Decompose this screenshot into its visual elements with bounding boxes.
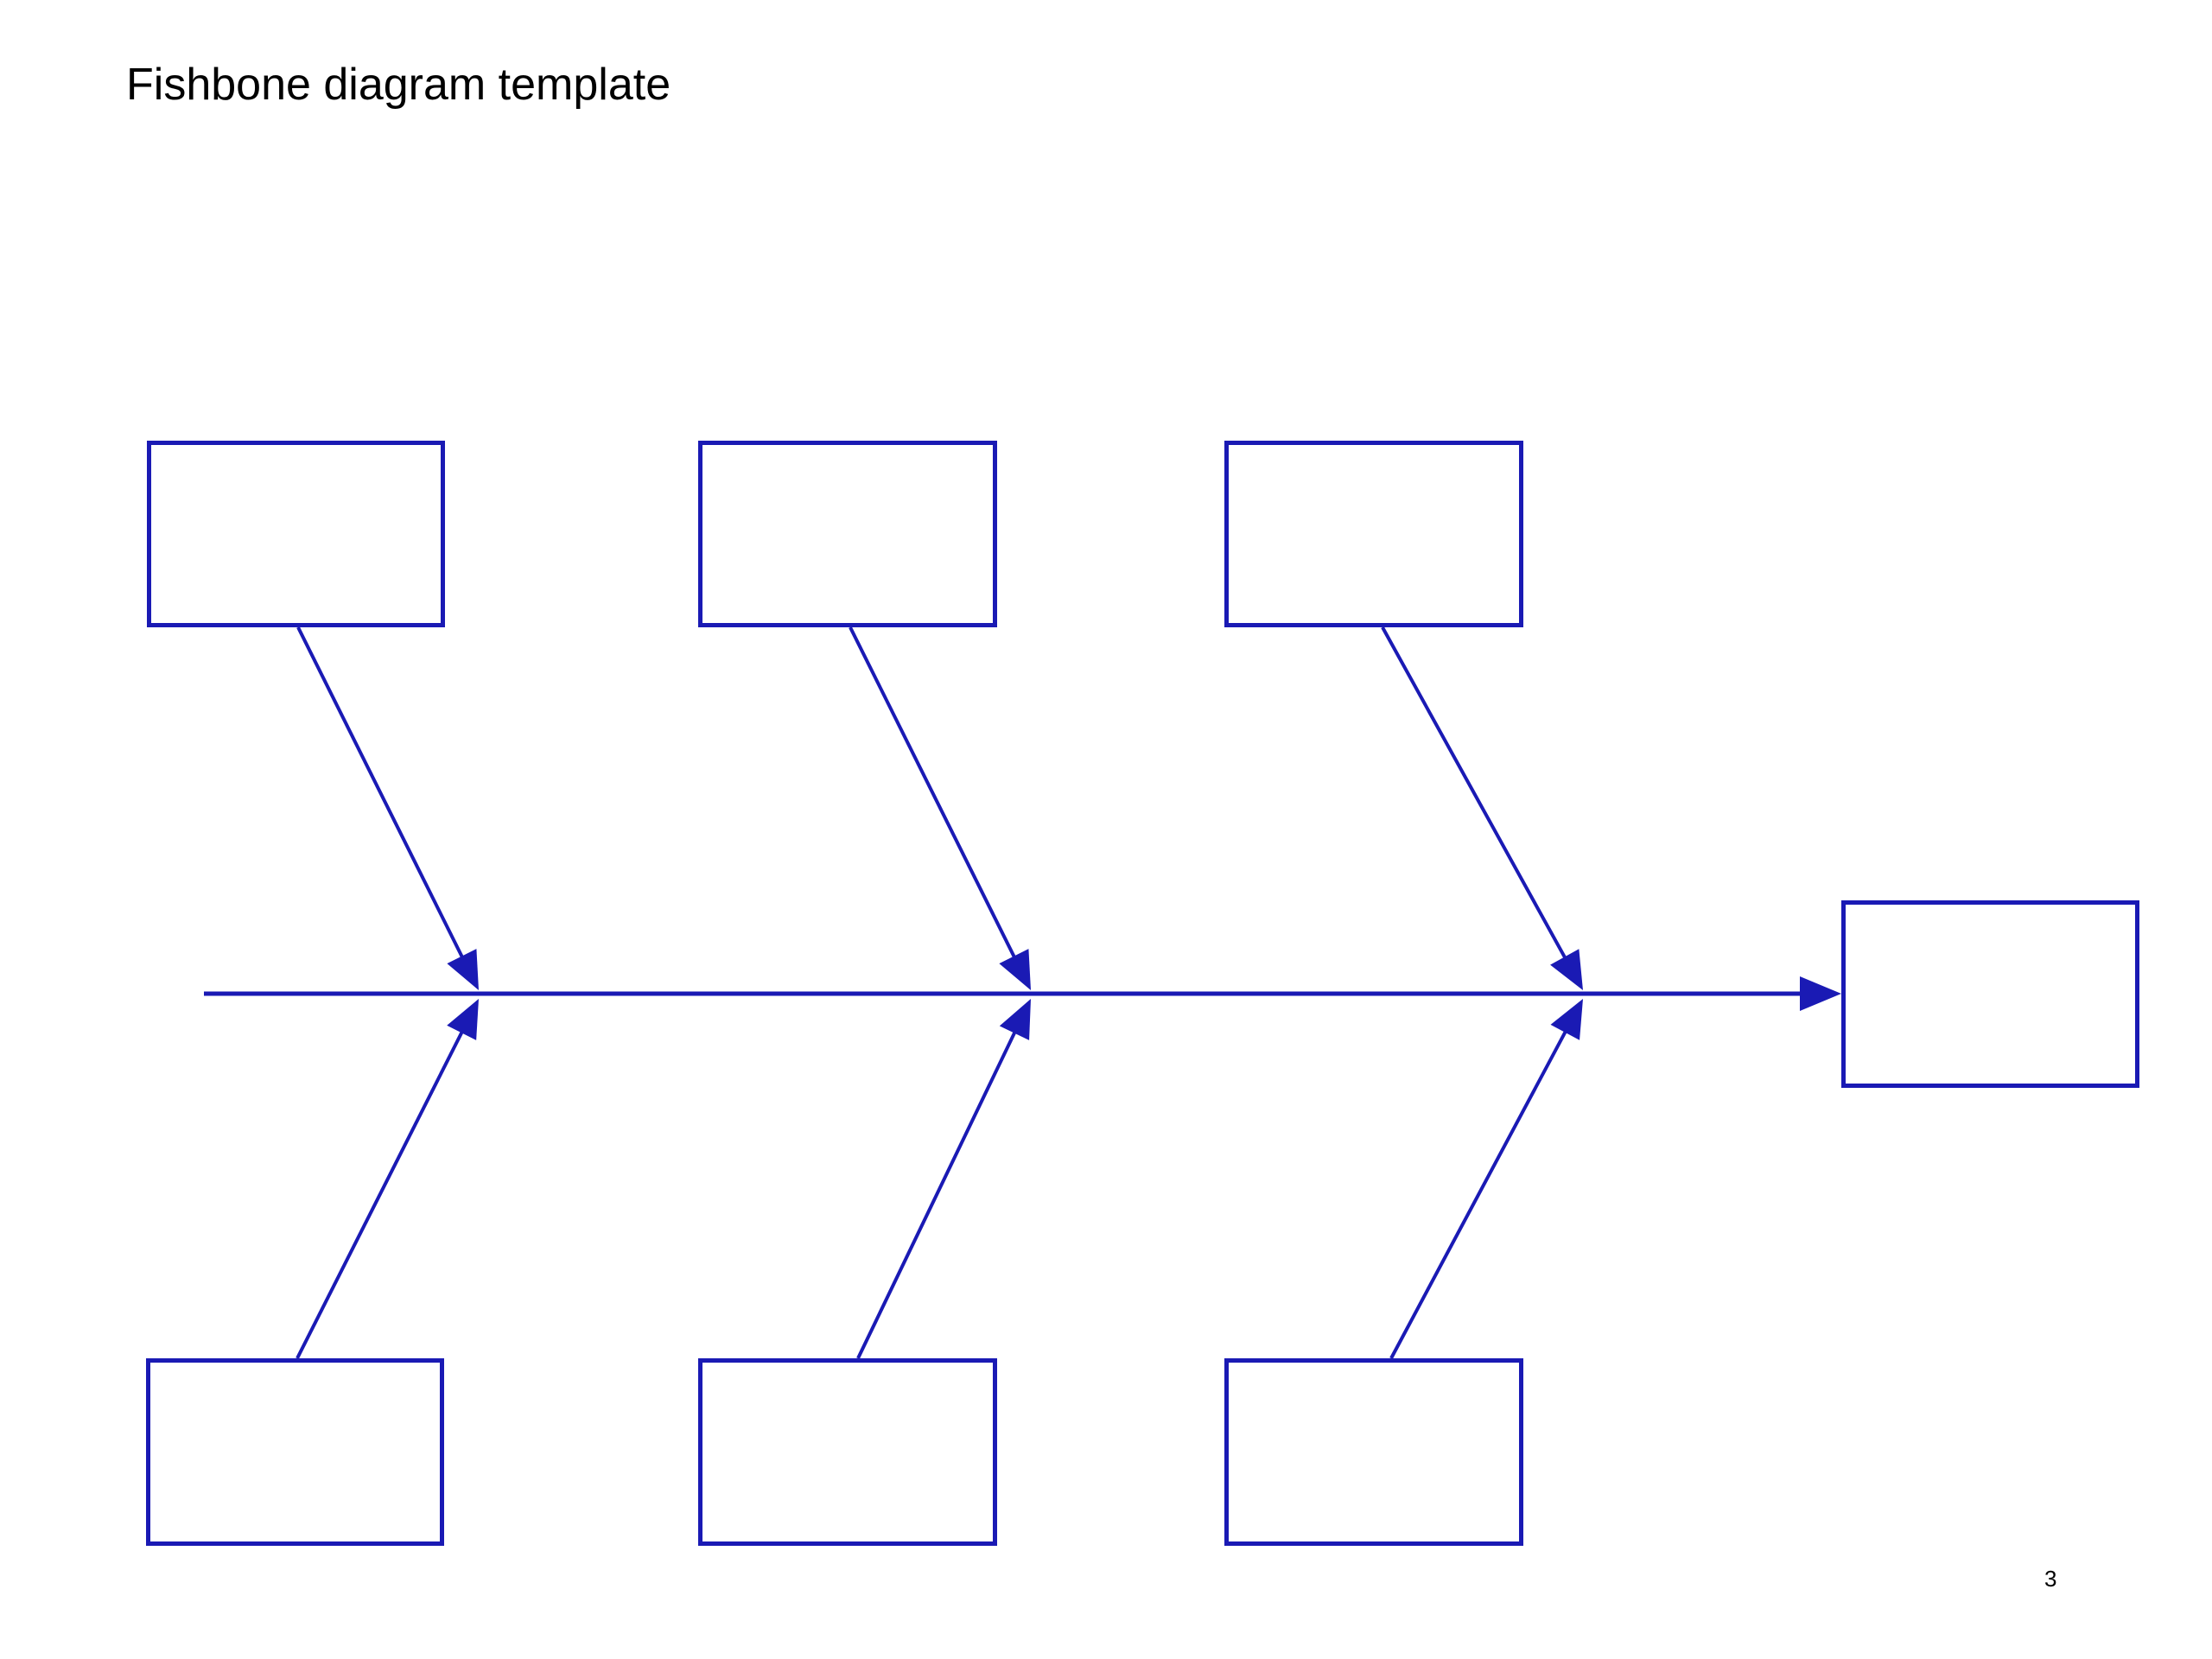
cause-box-bottom-3[interactable] bbox=[1224, 1358, 1523, 1546]
bone-top-3-arrowhead bbox=[1550, 949, 1583, 990]
bone-top-1 bbox=[296, 626, 472, 973]
cause-box-top-2-label[interactable] bbox=[698, 441, 997, 627]
cause-box-top-3[interactable] bbox=[1224, 441, 1523, 627]
cause-box-top-2[interactable] bbox=[698, 441, 997, 627]
bone-top-2 bbox=[849, 626, 1024, 973]
cause-box-bottom-2[interactable] bbox=[698, 1358, 997, 1546]
bone-lines-group bbox=[296, 626, 1583, 1359]
bone-top-3 bbox=[1381, 626, 1575, 973]
spine-arrowhead bbox=[1800, 976, 1841, 1011]
bone-bottom-2-arrowhead bbox=[999, 999, 1031, 1040]
effect-box[interactable] bbox=[1841, 900, 2139, 1088]
cause-box-top-1-label[interactable] bbox=[147, 441, 445, 627]
spine-group bbox=[204, 976, 1841, 1011]
cause-box-bottom-2-label[interactable] bbox=[698, 1358, 997, 1546]
bone-bottom-1-arrowhead bbox=[447, 999, 479, 1040]
cause-box-top-1[interactable] bbox=[147, 441, 445, 627]
bone-bottom-1 bbox=[296, 1016, 471, 1359]
cause-box-bottom-1-label[interactable] bbox=[146, 1358, 444, 1546]
cause-box-bottom-1[interactable] bbox=[146, 1358, 444, 1546]
page-number: 3 bbox=[2044, 1566, 2057, 1592]
boxes-group bbox=[146, 441, 2139, 1546]
bone-bottom-3 bbox=[1389, 1016, 1575, 1359]
effect-box-label[interactable] bbox=[1841, 900, 2139, 1088]
bone-bottom-3-arrowhead bbox=[1550, 999, 1583, 1040]
cause-box-top-3-label[interactable] bbox=[1224, 441, 1523, 627]
bone-top-2-arrowhead bbox=[999, 949, 1031, 990]
bone-top-1-arrowhead bbox=[447, 949, 479, 990]
cause-box-bottom-3-label[interactable] bbox=[1224, 1358, 1523, 1546]
bone-bottom-2 bbox=[856, 1016, 1024, 1359]
page-title: Fishbone diagram template bbox=[126, 60, 671, 110]
